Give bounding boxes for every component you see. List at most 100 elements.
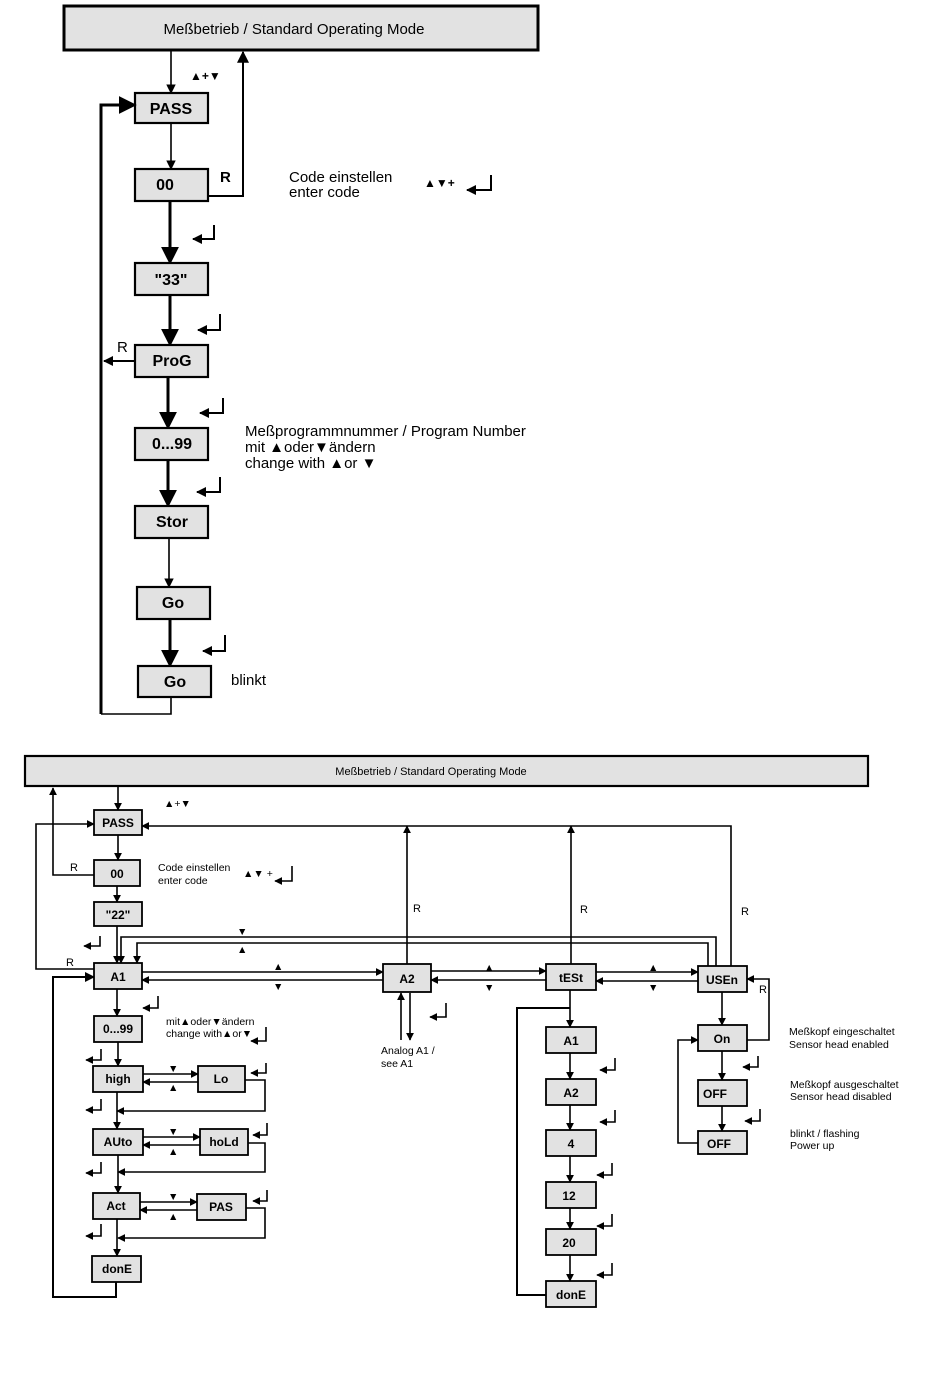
bottom-code-label: 00 bbox=[110, 867, 124, 881]
top-code-note-en: enter code bbox=[289, 184, 360, 201]
enter-key-icon bbox=[202, 635, 226, 656]
bottom-pas-box bbox=[196, 1193, 247, 1221]
bottom-code-keys: ▲▼ + bbox=[243, 868, 273, 880]
bottom-diagram: Meßbetrieb / Standard Operating Mode ▲+▼… bbox=[23, 754, 899, 1308]
bottom-on-label: On bbox=[714, 1032, 731, 1046]
bottom-header-title: Meßbetrieb / Standard Operating Mode bbox=[335, 766, 526, 778]
bottom-off-note-1: Meßkopf ausgeschaltet bbox=[790, 1079, 899, 1091]
top-diagram: Meßbetrieb / Standard Operating Mode ▲+▼… bbox=[62, 4, 540, 715]
down-arrow-icon: ▼ bbox=[273, 981, 283, 993]
down-arrow-icon: ▼ bbox=[484, 982, 494, 994]
top-prog-label: ProG bbox=[152, 353, 191, 370]
bottom-test-20-box bbox=[545, 1228, 597, 1256]
enter-key-icon bbox=[252, 1190, 268, 1205]
enter-key-icon bbox=[274, 866, 293, 885]
up-arrow-icon: ▲ bbox=[648, 962, 658, 974]
down-arrow-icon: ▼ bbox=[237, 926, 247, 938]
bottom-hold-label: hoLd bbox=[209, 1135, 238, 1149]
enter-key-icon bbox=[596, 1214, 613, 1230]
bottom-high-label: high bbox=[105, 1072, 130, 1086]
top-prog-note-3: change with ▲or ▼ bbox=[245, 455, 376, 472]
down-arrow-icon: ▼ bbox=[168, 1126, 178, 1138]
enter-key-icon bbox=[85, 1049, 102, 1064]
bottom-test-a2-label: A2 bbox=[563, 1086, 579, 1100]
enter-key-icon bbox=[197, 314, 221, 335]
bottom-code-box bbox=[93, 859, 141, 887]
bottom-r-on: R bbox=[759, 984, 767, 996]
bottom-test-label: tESt bbox=[559, 971, 583, 985]
enter-key-icon bbox=[142, 996, 159, 1012]
top-blink-label: blinkt bbox=[231, 672, 267, 689]
bottom-act-label: Act bbox=[106, 1199, 125, 1213]
enter-key-icon bbox=[83, 936, 101, 950]
bottom-22-box bbox=[93, 901, 143, 927]
bottom-test-done-label: donE bbox=[556, 1288, 586, 1302]
bottom-r-code: R bbox=[70, 862, 78, 874]
enter-key-icon bbox=[599, 1110, 616, 1126]
bottom-auto-box bbox=[92, 1128, 144, 1156]
top-header-title: Meßbetrieb / Standard Operating Mode bbox=[164, 21, 425, 38]
top-keys-updown: ▲+▼ bbox=[190, 69, 221, 83]
enter-key-icon bbox=[85, 1162, 102, 1177]
enter-key-icon bbox=[252, 1123, 268, 1139]
bottom-r-a1: R bbox=[66, 957, 74, 969]
bottom-range-label: 0...99 bbox=[103, 1022, 133, 1036]
bottom-22-label: "22" bbox=[106, 908, 131, 922]
bottom-on-note-1: Meßkopf eingeschaltet bbox=[789, 1026, 895, 1038]
enter-key-icon bbox=[192, 225, 215, 244]
bottom-hold-box bbox=[199, 1128, 249, 1156]
bottom-test-4-label: 4 bbox=[568, 1137, 575, 1151]
top-r-label2: R bbox=[117, 339, 128, 356]
top-range-box bbox=[133, 426, 210, 462]
enter-key-icon bbox=[85, 1224, 102, 1240]
bottom-test-12-label: 12 bbox=[562, 1189, 576, 1203]
bottom-r-a2: R bbox=[413, 903, 421, 915]
enter-key-icon bbox=[199, 398, 224, 418]
bottom-test-20-label: 20 bbox=[562, 1236, 576, 1250]
up-arrow-icon: ▲ bbox=[168, 1146, 178, 1158]
bottom-range-box bbox=[93, 1015, 143, 1043]
top-r-label: R bbox=[220, 169, 231, 186]
bottom-analog-1: Analog A1 / bbox=[381, 1045, 435, 1057]
enter-key-icon bbox=[596, 1263, 613, 1279]
up-arrow-icon: ▲ bbox=[273, 961, 283, 973]
bottom-test-a1-box bbox=[545, 1026, 597, 1054]
top-code-keys: ▲▼+ bbox=[424, 176, 455, 190]
bottom-done1-label: donE bbox=[102, 1262, 132, 1276]
bottom-header: Meßbetrieb / Standard Operating Mode bbox=[23, 754, 870, 788]
bottom-auto-label: AUto bbox=[104, 1135, 133, 1149]
enter-key-icon bbox=[596, 1163, 613, 1179]
bottom-a1-label: A1 bbox=[110, 970, 126, 984]
bottom-test-4-box bbox=[545, 1129, 597, 1157]
up-arrow-icon: ▲ bbox=[168, 1211, 178, 1223]
top-go2-label: Go bbox=[164, 674, 186, 691]
top-33-label: "33" bbox=[155, 272, 188, 289]
up-arrow-icon: ▲ bbox=[237, 944, 247, 956]
bottom-analog-2: see A1 bbox=[381, 1058, 413, 1070]
top-pass-label: PASS bbox=[150, 101, 193, 118]
bottom-blink-note-1: blinkt / flashing bbox=[790, 1128, 860, 1140]
up-arrow-icon: ▲ bbox=[168, 1082, 178, 1094]
bottom-r-usen: R bbox=[741, 906, 749, 918]
bottom-usen-label: USEn bbox=[706, 973, 738, 987]
top-code-note-de: Code einstellen bbox=[289, 169, 392, 186]
enter-key-icon bbox=[85, 1099, 102, 1114]
up-arrow-icon: ▲ bbox=[484, 962, 494, 974]
bottom-off1-label: OFF bbox=[703, 1087, 727, 1101]
bottom-code-note-de: Code einstellen bbox=[158, 862, 231, 874]
bottom-keys-updown: ▲+▼ bbox=[164, 798, 191, 810]
bottom-done1-box bbox=[91, 1255, 142, 1283]
enter-key-icon bbox=[196, 477, 221, 497]
top-go1-box bbox=[135, 585, 212, 621]
top-code-box bbox=[133, 167, 210, 203]
bottom-range-note-1: mit▲oder▼ändern bbox=[166, 1016, 255, 1028]
bottom-r-test: R bbox=[580, 904, 588, 916]
bottom-lo-box bbox=[197, 1065, 246, 1093]
top-prog-note-1: Meßprogrammnummer / Program Number bbox=[245, 423, 526, 440]
top-stor-label: Stor bbox=[156, 514, 188, 531]
enter-key-icon bbox=[744, 1109, 761, 1125]
enter-key-icon bbox=[742, 1056, 759, 1071]
enter-key-icon bbox=[250, 1063, 267, 1077]
bottom-test-done-box bbox=[545, 1280, 597, 1308]
